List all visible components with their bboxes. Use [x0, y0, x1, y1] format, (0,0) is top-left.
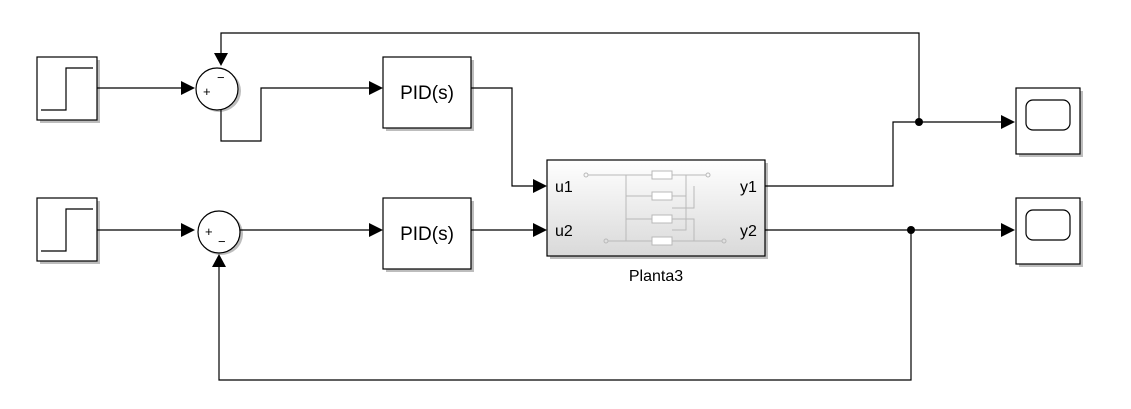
plant-input-u2-label: u2	[555, 223, 573, 240]
plant-subsystem-icon	[583, 170, 727, 246]
arrow-u1-in	[533, 179, 547, 193]
plant-input-u1-label: u1	[555, 179, 573, 196]
step-block-top[interactable]	[36, 56, 100, 123]
plant-output-y1-label: y1	[740, 179, 757, 196]
sum-block-bottom[interactable]: + −	[197, 210, 243, 255]
pid-block-bottom[interactable]: PID(s)	[382, 197, 474, 272]
step-block-bottom[interactable]	[36, 197, 100, 264]
sum-bottom-plus-sign: +	[205, 224, 213, 239]
branch-point-y2	[907, 226, 915, 234]
arrow-scope-bottom-in	[1001, 223, 1015, 237]
wire-feedback-bottom	[218, 230, 912, 381]
step-icon	[41, 208, 93, 252]
wire-feedback-top	[220, 32, 920, 122]
arrow-sum-bottom-in	[181, 223, 195, 237]
pid-top-label: PID(s)	[400, 83, 454, 104]
pid-block-top[interactable]: PID(s)	[382, 56, 474, 131]
pid-bottom-label: PID(s)	[400, 224, 454, 245]
wire-y1-to-scope-top	[765, 121, 1001, 187]
arrow-scope-top-in	[1001, 115, 1015, 129]
arrow-sum-bottom-feedback	[212, 254, 226, 267]
arrow-sum-top-feedback	[214, 53, 228, 66]
scope-screen-icon	[1025, 99, 1071, 131]
arrow-pid-top-in	[369, 81, 383, 95]
step-icon	[41, 67, 93, 111]
wire-pid-top-to-u1	[471, 87, 533, 187]
arrow-pid-bottom-in	[369, 223, 383, 237]
sum-top-minus-sign: −	[217, 70, 225, 85]
scope-block-top[interactable]	[1015, 87, 1083, 157]
plant-output-y2-label: y2	[740, 223, 757, 240]
plant-block-name: Planta3	[629, 268, 683, 285]
arrow-u2-in	[533, 223, 547, 237]
sum-top-plus-sign: +	[203, 84, 211, 99]
arrow-sum-top-in	[181, 81, 195, 95]
plant-block[interactable]: u1 u2 y1 y2	[546, 159, 768, 259]
sum-block-top[interactable]: + −	[195, 67, 241, 112]
wire-sum-top-to-pid-top	[220, 87, 369, 142]
scope-screen-icon	[1025, 209, 1071, 241]
scope-block-bottom[interactable]	[1015, 197, 1083, 267]
branch-point-y1	[915, 118, 923, 126]
sum-bottom-minus-sign: −	[218, 234, 226, 249]
